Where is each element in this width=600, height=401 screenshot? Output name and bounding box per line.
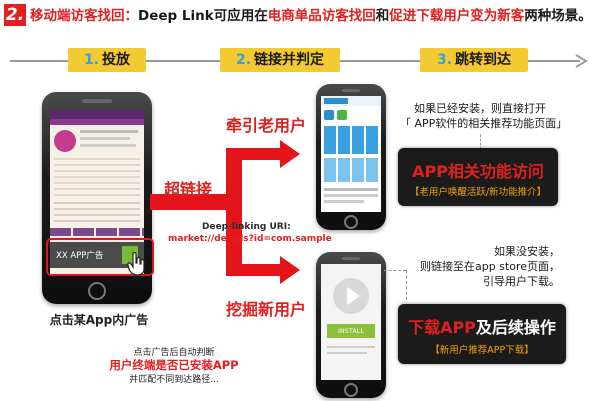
text-line [324,194,378,197]
download-box: 下载APP及后续操作 【新用户推荐APP下载】 [398,304,566,364]
bottom-note-line-1: 点击广告后自动判断 [133,348,215,358]
text-line [80,137,130,140]
step-1-number: 1. [83,52,100,68]
title-text-1: Deep Link可应用在 [138,8,268,24]
hyperlink-label: 超链接 [164,180,213,199]
step-2: 2.链接并判定 [220,48,340,72]
old-users-label: 牵引老用户 [226,116,307,135]
dashed-connector [384,270,406,271]
not-installed-note-line-2: 则链接至在app store页面， [419,260,560,273]
home-button[interactable] [88,282,106,300]
hyperlink-arrow-shaft [150,194,234,210]
step-2-label: 链接并判定 [254,52,325,68]
speaker [342,257,360,260]
step-3: 3.跳转到达 [420,48,528,72]
title-text-3: 两种场景。 [524,8,592,24]
page-title: 移动端访客找回：Deep Link可应用在电商单品访客找回和促进下载用户变为新客… [30,6,596,26]
timeline-arrow-icon [575,54,588,68]
app-grid [324,158,378,182]
step-1-label: 投放 [102,52,131,68]
home-button[interactable] [344,383,358,397]
text-line [80,144,136,147]
app-grid [324,126,378,154]
left-phone-screen: XX APP广告 [50,110,144,276]
text-line [327,352,367,354]
content-block [54,202,140,224]
step-2-number: 2. [235,52,252,68]
speaker [342,89,360,92]
app-logo-icon [324,98,348,104]
app-subheader [50,119,144,125]
installed-note-line-2: 「 APP软件的相关推荐功能页面」 [400,117,568,130]
left-phone-caption: 点击某App内广告 [49,313,149,327]
install-button[interactable]: INSTALL [327,324,375,338]
download-title-white: 及后续操作 [475,318,556,337]
download-title-red: 下载APP [408,318,476,337]
new-users-label: 挖掘新用户 [226,300,307,319]
app-function-title: APP相关功能访问 [412,162,544,181]
arrow-top-icon [280,140,300,168]
ad-highlight-frame [46,238,154,276]
branch-vertical [226,148,242,276]
app-icon [337,110,347,120]
play-icon [347,287,360,305]
not-installed-note-line-3: 引导用户下载。 [483,275,560,288]
right-bottom-phone-screen: INSTALL [321,264,381,380]
dashed-connector [480,134,481,150]
bottom-note-line-2: 用户终端是否已安装APP [109,358,239,372]
hand-cursor-icon [127,252,145,276]
right-top-phone [316,84,386,230]
bottom-note-line-3: 并匹配不同到达路径... [129,375,219,385]
home-button[interactable] [344,215,358,229]
branch-top [236,148,282,160]
right-top-phone-screen [321,96,381,212]
title-red-2: 促进下载用户变为新客 [389,8,525,24]
text-line [324,188,378,191]
app-icon [324,110,334,120]
installed-note-line-1: 如果已经安装，则直接打开 [414,102,546,115]
uri-value: market://details?id=com.sample [168,234,332,244]
app-header [50,110,144,119]
download-title: 下载APP及后续操作 [398,314,566,338]
app-function-box: APP相关功能访问 【老用户唤醒活跃/新功能推介】 [398,148,558,206]
title-heading: 移动端访客找回： [30,8,138,24]
right-bottom-phone: INSTALL [316,252,386,398]
text-line [324,200,364,203]
title-text-2: 和 [375,8,390,24]
step-1: 1.投放 [68,48,146,72]
app-header [321,96,381,106]
app-function-sub: 【老用户唤醒活跃/新功能推介】 [409,187,547,198]
dashed-connector [406,270,407,300]
content-block [54,158,140,198]
text-line [327,346,375,348]
text-line [80,130,138,133]
ad-label: XX APP广告 [56,251,104,261]
uri-label: Deep-linking URI: [202,222,291,232]
speaker [82,99,112,103]
left-phone: XX APP广告 [42,92,152,304]
title-red-1: 电商单品访客找回 [267,8,376,24]
app-tabbar [50,228,144,236]
arrow-bottom-icon [280,256,300,284]
download-sub: 【新用户推荐APP下载】 [430,345,534,356]
branch-bottom [236,264,282,276]
step-3-number: 3. [436,52,453,68]
app-logo-icon [54,130,76,152]
not-installed-note-line-1: 如果没安装， [494,245,560,258]
step-3-label: 跳转到达 [455,52,512,68]
title-number: 2. [4,4,26,26]
